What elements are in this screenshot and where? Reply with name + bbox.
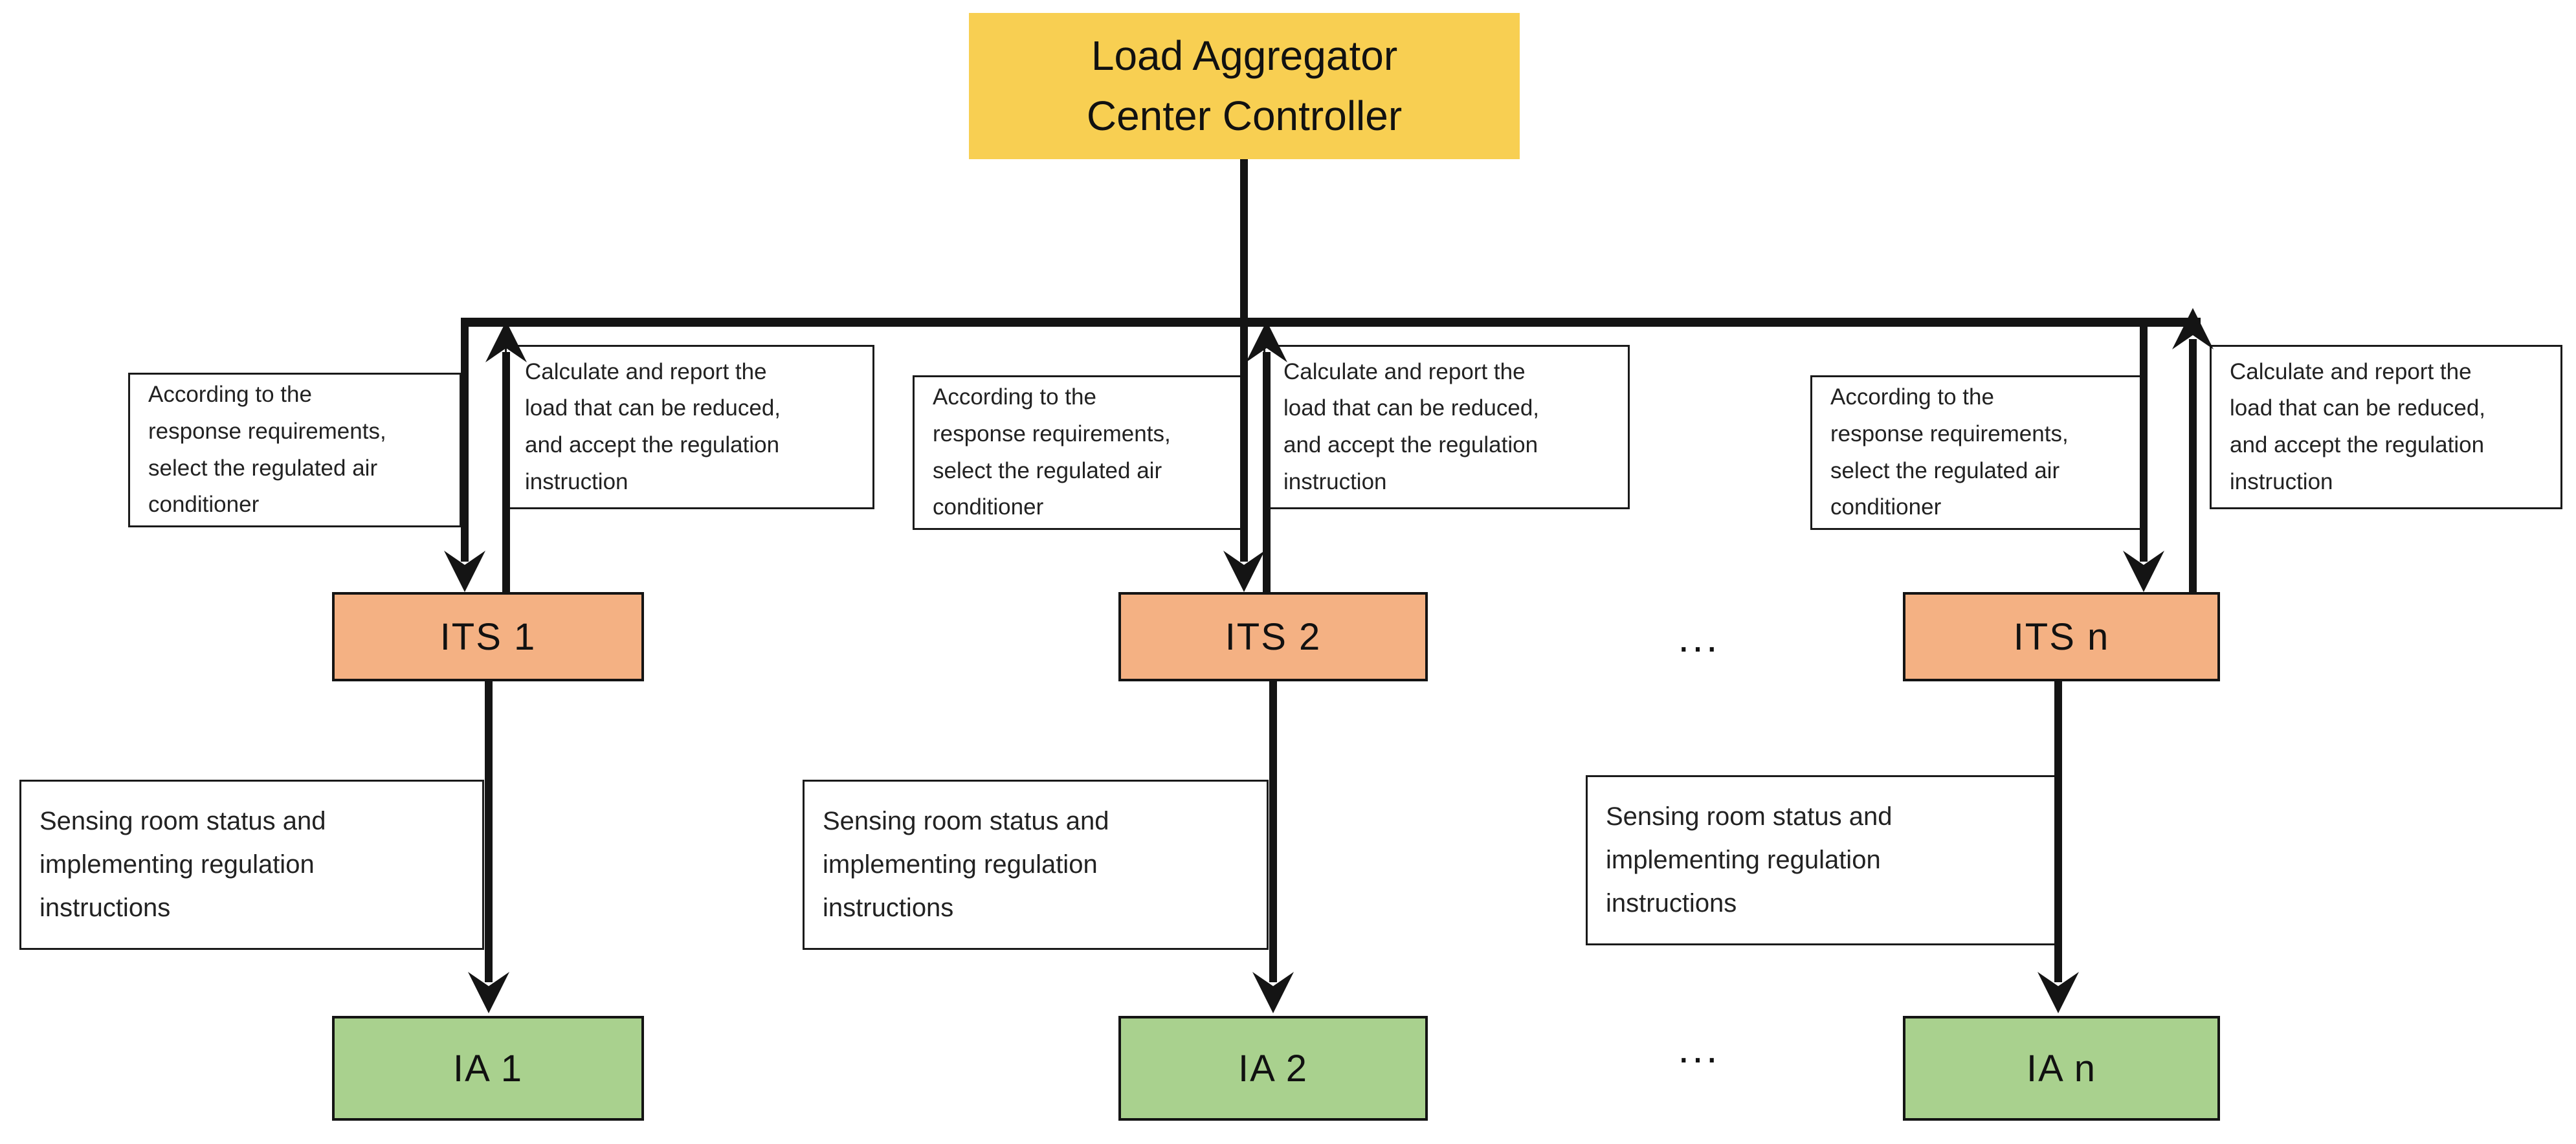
arrowhead-down-its-n xyxy=(2123,551,2164,592)
ellipsis-bottom: ... xyxy=(1678,1025,1720,1072)
note-sensing-2: Sensing room status and implementing reg… xyxy=(803,780,1269,950)
note-calculate-1-text: Calculate and report the load that can b… xyxy=(525,358,781,494)
note-according-n: According to the response requirements, … xyxy=(1810,375,2144,530)
arrowhead-up-its-n xyxy=(2172,308,2214,349)
note-according-1: According to the response requirements, … xyxy=(128,373,461,527)
note-sensing-1: Sensing room status and implementing reg… xyxy=(19,780,484,950)
note-according-2: According to the response requirements, … xyxy=(913,375,1243,530)
ia-box-2: IA 2 xyxy=(1118,1016,1428,1121)
ellipsis-top: ... xyxy=(1678,614,1720,661)
its-box-1: ITS 1 xyxy=(332,592,644,681)
arrowhead-ia-2 xyxy=(1252,972,1294,1013)
note-calculate-n: Calculate and report the load that can b… xyxy=(2210,345,2562,509)
arrowhead-up-its-1 xyxy=(485,321,527,362)
note-sensing-2-text: Sensing room status and implementing reg… xyxy=(823,806,1109,923)
its-box-2: ITS 2 xyxy=(1118,592,1428,681)
note-sensing-n: Sensing room status and implementing reg… xyxy=(1586,775,2062,945)
bus-line xyxy=(461,318,2201,327)
note-calculate-1: Calculate and report the load that can b… xyxy=(505,345,874,509)
arrowhead-down-its-1 xyxy=(444,551,485,592)
note-according-n-text: According to the response requirements, … xyxy=(1830,384,2069,520)
note-according-1-text: According to the response requirements, … xyxy=(148,382,386,518)
note-according-2-text: According to the response requirements, … xyxy=(933,384,1171,520)
arrowhead-up-its-2 xyxy=(1246,321,1287,362)
note-sensing-1-text: Sensing room status and implementing reg… xyxy=(39,806,326,923)
note-sensing-n-text: Sensing room status and implementing reg… xyxy=(1606,802,1893,918)
load-aggregator-controller-box: Load Aggregator Center Controller xyxy=(969,13,1520,159)
arrowhead-down-its-2 xyxy=(1223,551,1265,592)
ia-box-1: IA 1 xyxy=(332,1016,644,1121)
arrowhead-ia-1 xyxy=(468,972,509,1013)
note-calculate-n-text: Calculate and report the load that can b… xyxy=(2230,358,2486,494)
arrowhead-ia-n xyxy=(2037,972,2079,1013)
note-calculate-2-text: Calculate and report the load that can b… xyxy=(1283,358,1540,494)
its-box-n: ITS n xyxy=(1903,592,2220,681)
ia-box-n: IA n xyxy=(1903,1016,2220,1121)
